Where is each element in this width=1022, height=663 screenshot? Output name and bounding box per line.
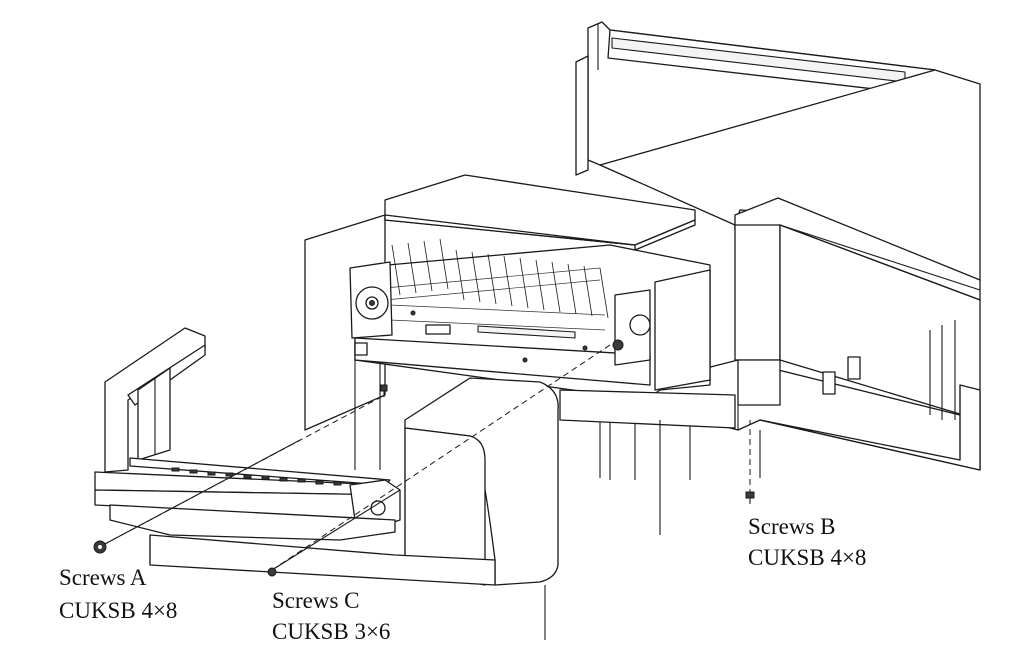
stacker-tray [94,327,496,586]
main-unit [575,21,981,478]
screws-c-spec: CUKSB 3×6 [272,619,391,644]
screws-c-title: Screws C [272,588,360,613]
screw-c-icon [267,567,277,577]
screws-b-spec: CUKSB 4×8 [748,545,867,570]
screw-a-icon [93,540,107,554]
feed-unit [304,174,736,480]
screws-b-title: Screws B [748,514,836,539]
screws-a-title: Screws A [59,565,147,590]
leader-lines [102,344,751,571]
screws-a-spec: CUKSB 4×8 [59,598,178,623]
screw-b-icon [745,491,755,504]
screw-mounted-icon [380,384,388,397]
